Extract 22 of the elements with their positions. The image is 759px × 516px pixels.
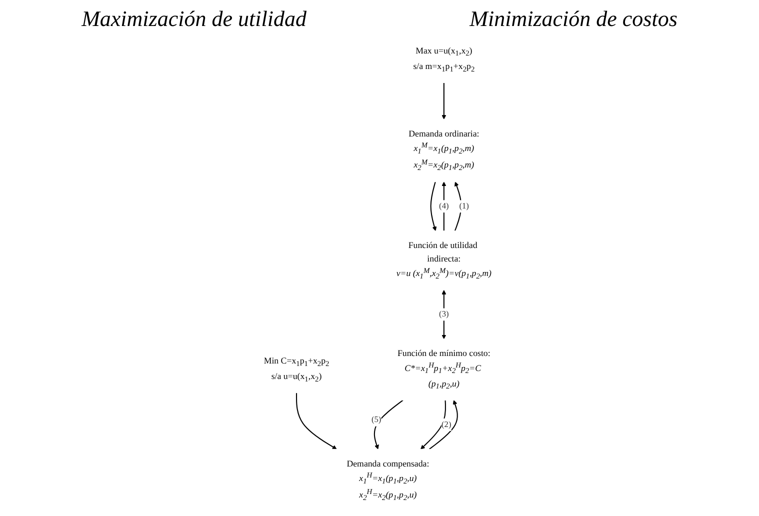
node-text: Función de mínimo costo: C*=x$_{1}$$^{H}$p$_{1}$+x$_{2}$$^{H}$p$_{2}$=C (p$_{1}$,p$_{2}$,u) <box>397 348 490 391</box>
arrow <box>428 400 458 450</box>
arrow <box>441 290 446 340</box>
arrow <box>454 182 462 232</box>
node-text: Función de utilidad indirecta: v=u (x$_{1}$$^{M}$,x$_{2}$$^{M}$)=v(p$_{1}$,p$_{2}$,m) <box>396 240 492 280</box>
node-text: Min C=x$_{1}$p$_{1}$+x$_{2}$p$_{2}$ s/a u=u(x$_{1}$,x$_{2}$) <box>263 356 329 384</box>
arrow <box>430 182 436 232</box>
node-text: Max u=u(x$_{1}$,x$_{2}$) s/a m=x$_{1}$p$_{1}$+x$_{2}$p$_{2}$ <box>412 46 474 74</box>
arrow <box>441 82 446 120</box>
edge-label: (4) <box>438 202 448 211</box>
edge-label: (2) <box>441 420 451 429</box>
edge-label: (5) <box>371 415 381 424</box>
node-text: Demanda ordinaria: x$_{1}$$^{M}$=x$_{1}$(p$_{1}$,p$_{2}$,m) x$_{2}$$^{M}$=x$_{2}$(p$_{1}$,p$_{2}$,m) <box>408 128 479 172</box>
edge-label: (3) <box>438 310 448 319</box>
arrow <box>373 400 403 450</box>
arrow <box>441 182 446 231</box>
node-text: Demanda compensada: x$_{1}$$^{H}$=x$_{1}$(p$_{1}$,p$_{2}$,u) x$_{2}$$^{H}$=x$_{2}$(p$_{1}$,p$_{2}$,u) <box>346 458 429 502</box>
column-heading: Minimización de costos <box>470 6 678 32</box>
arrow <box>420 400 446 450</box>
edge-label: (1) <box>458 202 468 211</box>
arrow <box>296 392 336 450</box>
column-heading: Maximización de utilidad <box>82 6 306 32</box>
